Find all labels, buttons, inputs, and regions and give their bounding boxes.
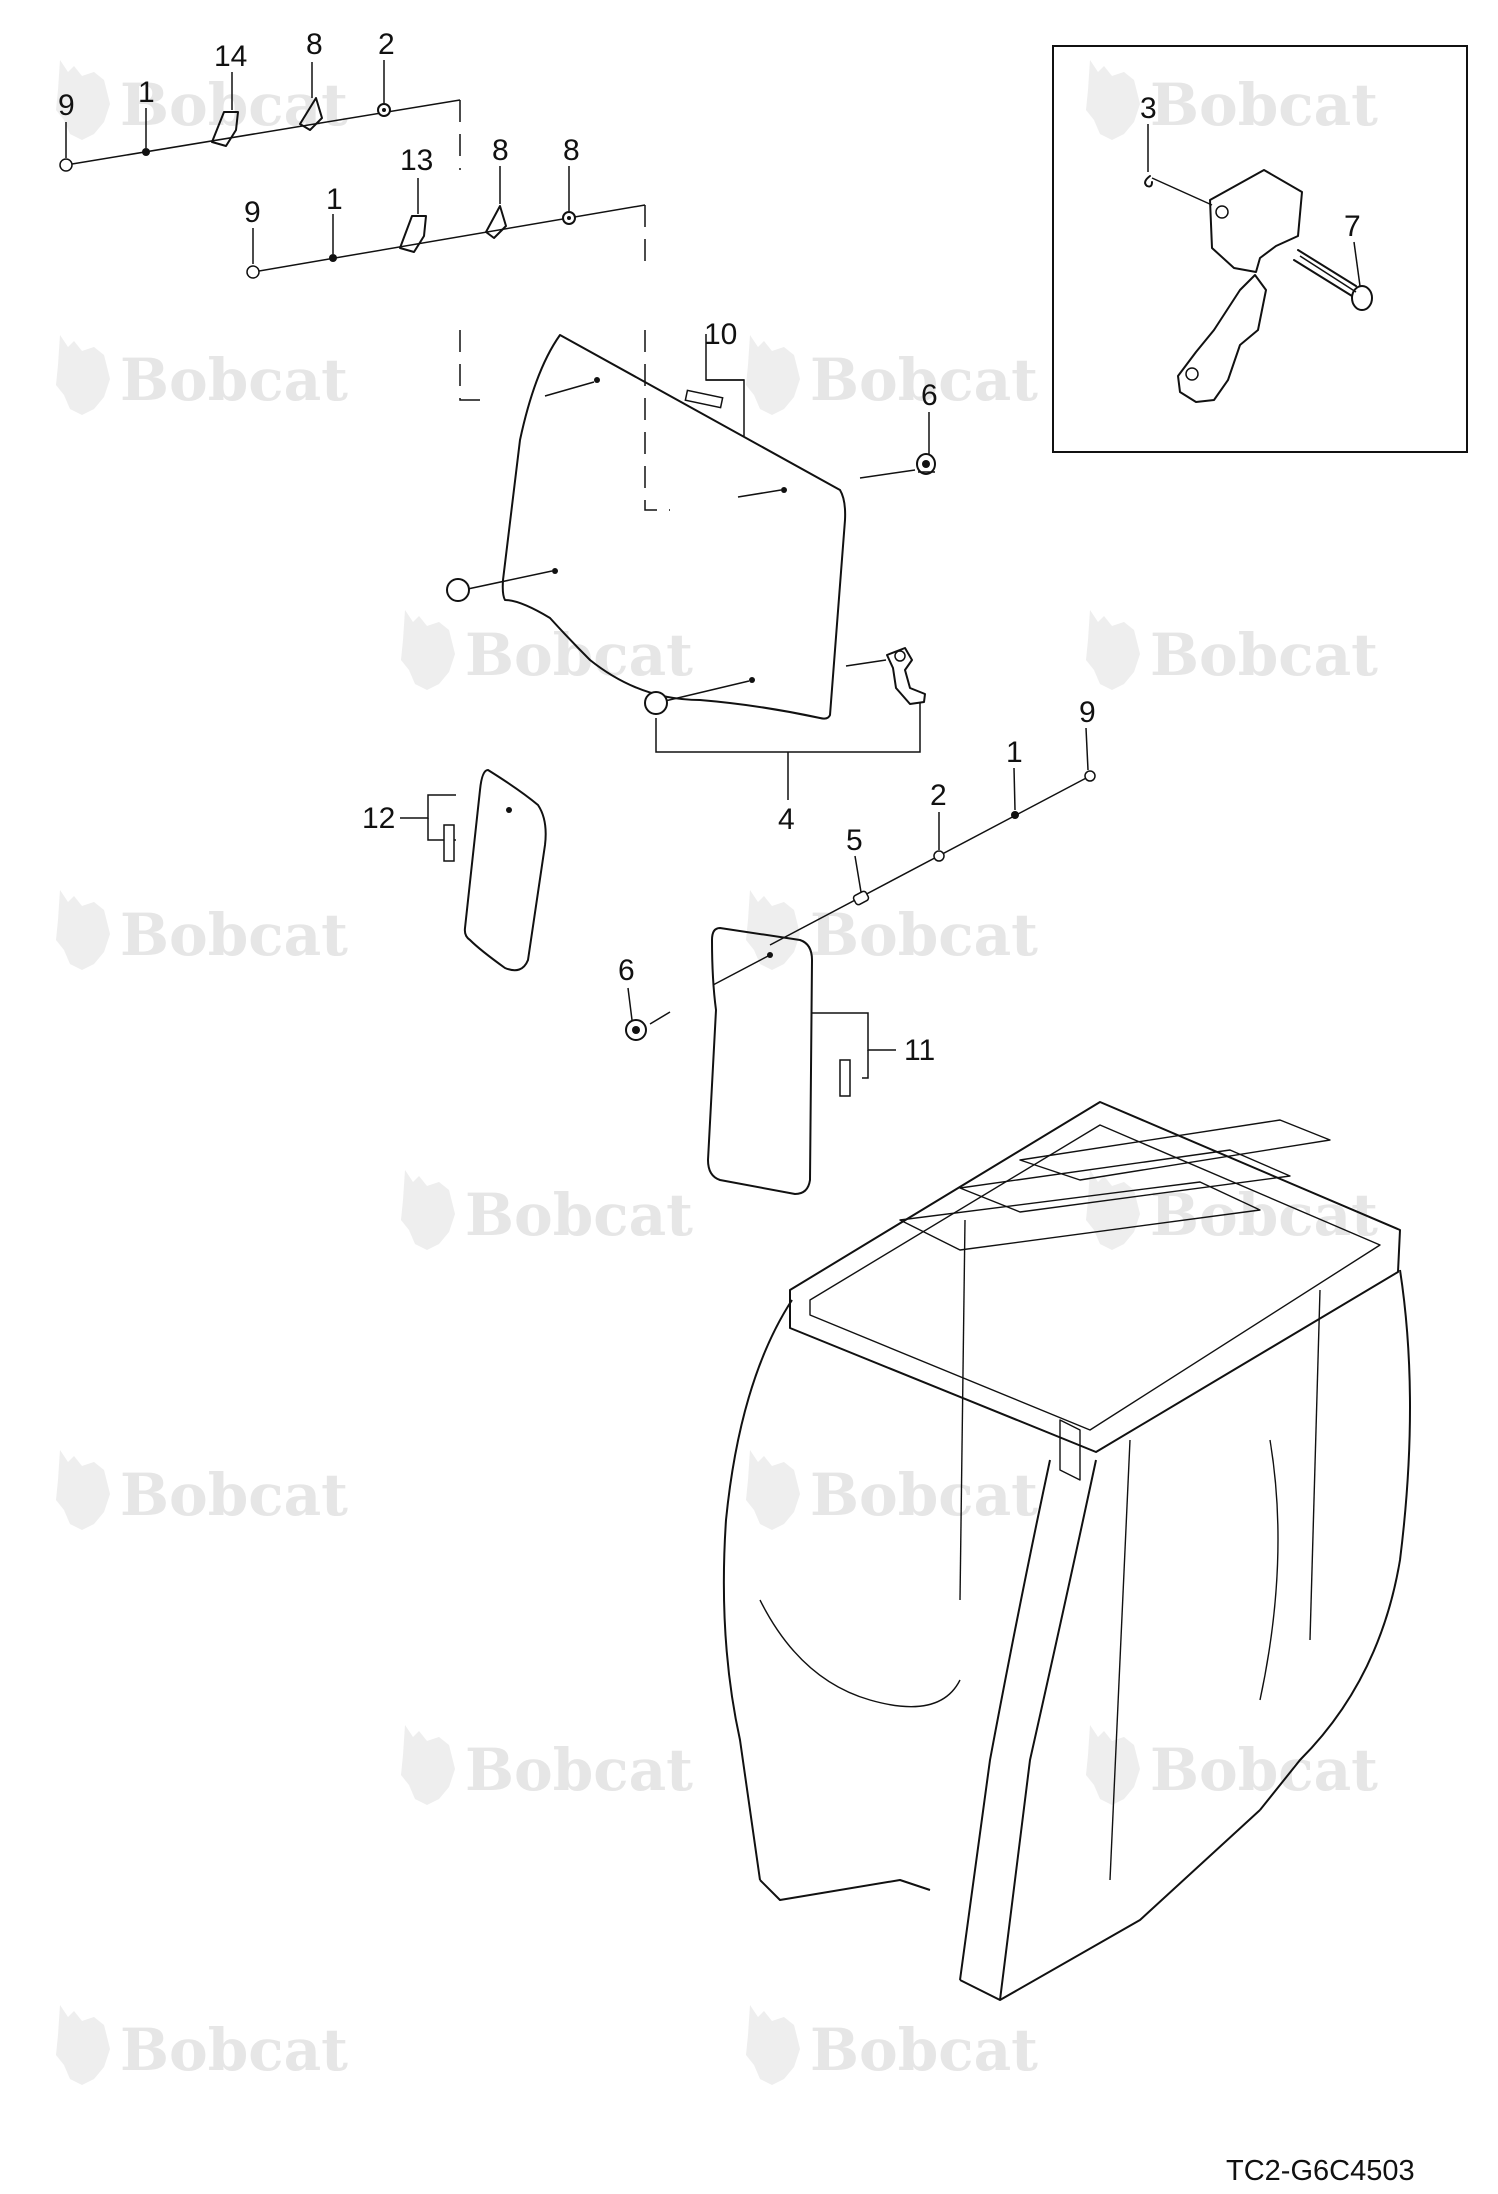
svg-text:Bobcat: Bobcat bbox=[810, 901, 1038, 969]
glass-panel-12 bbox=[400, 769, 547, 972]
bumper-cap bbox=[644, 691, 668, 715]
svg-text:Bobcat: Bobcat bbox=[120, 2016, 348, 2084]
glass-panel-4 bbox=[446, 334, 936, 720]
rivet-1-upper bbox=[142, 148, 150, 156]
callout-6: 6 bbox=[618, 954, 635, 987]
grommet-6-lower bbox=[625, 1011, 671, 1041]
cab-frame bbox=[722, 1101, 1411, 2001]
watermark-layer: Bobcat Bobcat Bobcat Bobcat Bobcat Bobca… bbox=[56, 60, 1378, 2085]
callout-leaders bbox=[65, 60, 1361, 1021]
reference-code: TC2-G6C4503 bbox=[1226, 2155, 1415, 2187]
callout-14: 14 bbox=[214, 40, 247, 73]
cap-9-upper bbox=[59, 158, 73, 172]
callout-9: 9 bbox=[1079, 696, 1096, 729]
callout-3: 3 bbox=[1140, 92, 1157, 125]
watermark: Bobcat bbox=[1086, 1170, 1378, 1250]
watermark: Bobcat bbox=[746, 890, 1038, 970]
label-tab-10 bbox=[684, 334, 745, 436]
glass-panel-11 bbox=[625, 927, 896, 1195]
callout-8: 8 bbox=[563, 134, 580, 167]
watermark: Bobcat bbox=[746, 1450, 1038, 1530]
watermark: Bobcat bbox=[1086, 610, 1378, 690]
watermark: Bobcat bbox=[401, 1170, 693, 1250]
watermark: Bobcat bbox=[56, 335, 348, 415]
svg-text:Bobcat: Bobcat bbox=[120, 1461, 348, 1529]
watermark: Bobcat bbox=[1086, 60, 1378, 140]
svg-text:Bobcat: Bobcat bbox=[120, 901, 348, 969]
svg-text:Bobcat: Bobcat bbox=[810, 346, 1038, 414]
svg-text:Bobcat: Bobcat bbox=[810, 1461, 1038, 1529]
svg-text:Bobcat: Bobcat bbox=[465, 1736, 693, 1804]
watermark: Bobcat bbox=[56, 60, 348, 140]
watermark: Bobcat bbox=[746, 335, 1038, 415]
watermark: Bobcat bbox=[1086, 1725, 1378, 1805]
callout-9: 9 bbox=[244, 196, 261, 229]
watermark: Bobcat bbox=[56, 1450, 348, 1530]
svg-text:Bobcat: Bobcat bbox=[120, 346, 348, 414]
callout-9: 9 bbox=[58, 89, 75, 122]
grommet-6-upper bbox=[916, 453, 936, 475]
bumper-cap bbox=[446, 578, 470, 602]
svg-text:Bobcat: Bobcat bbox=[810, 2016, 1038, 2084]
svg-text:Bobcat: Bobcat bbox=[1150, 1736, 1378, 1804]
svg-text:Bobcat: Bobcat bbox=[465, 621, 693, 689]
bracket-8-upper bbox=[299, 97, 323, 131]
hardware-row-lower bbox=[246, 204, 646, 279]
watermark: Bobcat bbox=[401, 1725, 693, 1805]
svg-text:Bobcat: Bobcat bbox=[1150, 621, 1378, 689]
cap-9-lower bbox=[246, 265, 260, 279]
callout-8: 8 bbox=[306, 28, 323, 61]
svg-text:Bobcat: Bobcat bbox=[465, 1181, 693, 1249]
callout-13: 13 bbox=[400, 144, 433, 177]
callout-1: 1 bbox=[326, 183, 343, 216]
watermark: Bobcat bbox=[401, 610, 693, 690]
callout-7: 7 bbox=[1344, 210, 1361, 243]
hardware-row-upper bbox=[59, 97, 461, 172]
callout-2: 2 bbox=[930, 779, 947, 812]
rivet-1-lower bbox=[329, 254, 337, 262]
bracket-14 bbox=[211, 111, 239, 147]
callout-11: 11 bbox=[904, 1034, 935, 1067]
svg-text:Bobcat: Bobcat bbox=[1150, 71, 1378, 139]
callout-8: 8 bbox=[492, 134, 509, 167]
callout-12: 12 bbox=[362, 802, 395, 835]
watermark: Bobcat bbox=[746, 2005, 1038, 2085]
bracket-13 bbox=[399, 215, 427, 253]
callout-5: 5 bbox=[846, 824, 863, 857]
hardware-row-side bbox=[769, 770, 1096, 946]
detail-inset bbox=[1052, 45, 1468, 453]
svg-text:Bobcat: Bobcat bbox=[120, 71, 348, 139]
callout-10: 10 bbox=[704, 318, 737, 351]
svg-text:Bobcat: Bobcat bbox=[1150, 1181, 1378, 1249]
bracket-8-lower bbox=[485, 205, 507, 239]
callout-1: 1 bbox=[138, 76, 155, 109]
callout-labels: 9 1 14 8 2 9 1 13 8 8 10 6 4 12 9 1 2 5 … bbox=[58, 28, 1361, 1067]
callout-4: 4 bbox=[778, 803, 795, 836]
latch-handle bbox=[845, 647, 926, 705]
callout-1: 1 bbox=[1006, 736, 1023, 769]
watermark: Bobcat bbox=[56, 890, 348, 970]
callout-2: 2 bbox=[378, 28, 395, 61]
watermark: Bobcat bbox=[56, 2005, 348, 2085]
callout-6: 6 bbox=[921, 379, 938, 412]
